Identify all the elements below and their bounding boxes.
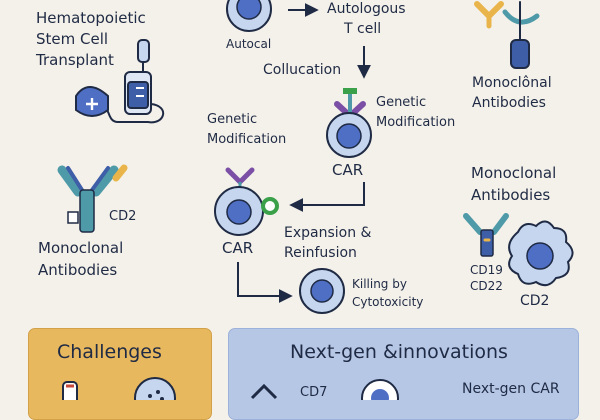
label-mab-top-right-line1: Monoclônal (472, 75, 552, 91)
label-killing-line2: Cytotoxicity (352, 295, 424, 309)
label-mab-mid-right-line1: Monoclonal (471, 164, 557, 182)
cd2-target-cell-icon (508, 220, 574, 287)
car-cell-left-icon (214, 167, 279, 236)
antibody-left-icon (57, 164, 128, 233)
nextgen-panel-title: Next-gen &innovations (290, 341, 508, 363)
label-genetic-left-line2: Modification (207, 132, 287, 147)
label-cd2-right: CD2 (520, 293, 550, 309)
car-cell-top-icon (326, 88, 372, 158)
arrow-to-left-car (289, 182, 365, 212)
antibody-top-right-icon (474, 1, 540, 69)
label-hsct-line3: Transplant (36, 51, 114, 69)
label-mab-mid-right-line2: Antibodies (471, 186, 551, 204)
label-genetic-left-line1: Genetic (207, 112, 258, 127)
antibody-right-icon (463, 213, 509, 257)
label-mab-top-right-line2: Antibodies (472, 95, 546, 111)
diagram-canvas (57, 0, 574, 400)
label-autocal: Autocal (226, 37, 272, 51)
challenges-panel-title: Challenges (57, 341, 162, 363)
autocal-cell-icon (226, 0, 272, 32)
label-mab-left-line2: Antibodies (38, 261, 118, 279)
label-car-left: CAR (222, 239, 254, 257)
label-autologous: Autologous (327, 1, 406, 17)
nextgen-label-car: Next-gen CAR (462, 381, 560, 397)
arrow-to-killing (237, 262, 293, 303)
label-car-top: CAR (332, 161, 364, 179)
label-hsct-line2: Stem Cell (36, 30, 109, 48)
label-expansion-line2: Reinfusion (284, 245, 357, 261)
label-cd2-left: CD2 (109, 209, 137, 224)
label-genetic-right-line1: Genetic (376, 95, 427, 110)
label-t-cell: T cell (344, 21, 382, 37)
label-killing-line1: Killing by (352, 277, 407, 291)
label-collucation: Collucation (263, 62, 342, 78)
iv-bag-icon (75, 39, 164, 124)
target-cell-icon (299, 268, 345, 314)
label-genetic-right-line2: Modification (376, 115, 456, 130)
label-mab-left-line1: Monoclonal (38, 239, 124, 257)
label-expansion-line1: Expansion & (284, 225, 372, 241)
label-cd22: CD22 (470, 279, 503, 293)
label-hsct-line1: Hematopoietic (36, 9, 146, 27)
label-cd19: CD19 (470, 263, 503, 277)
nextgen-label-cd7: CD7 (300, 385, 328, 400)
